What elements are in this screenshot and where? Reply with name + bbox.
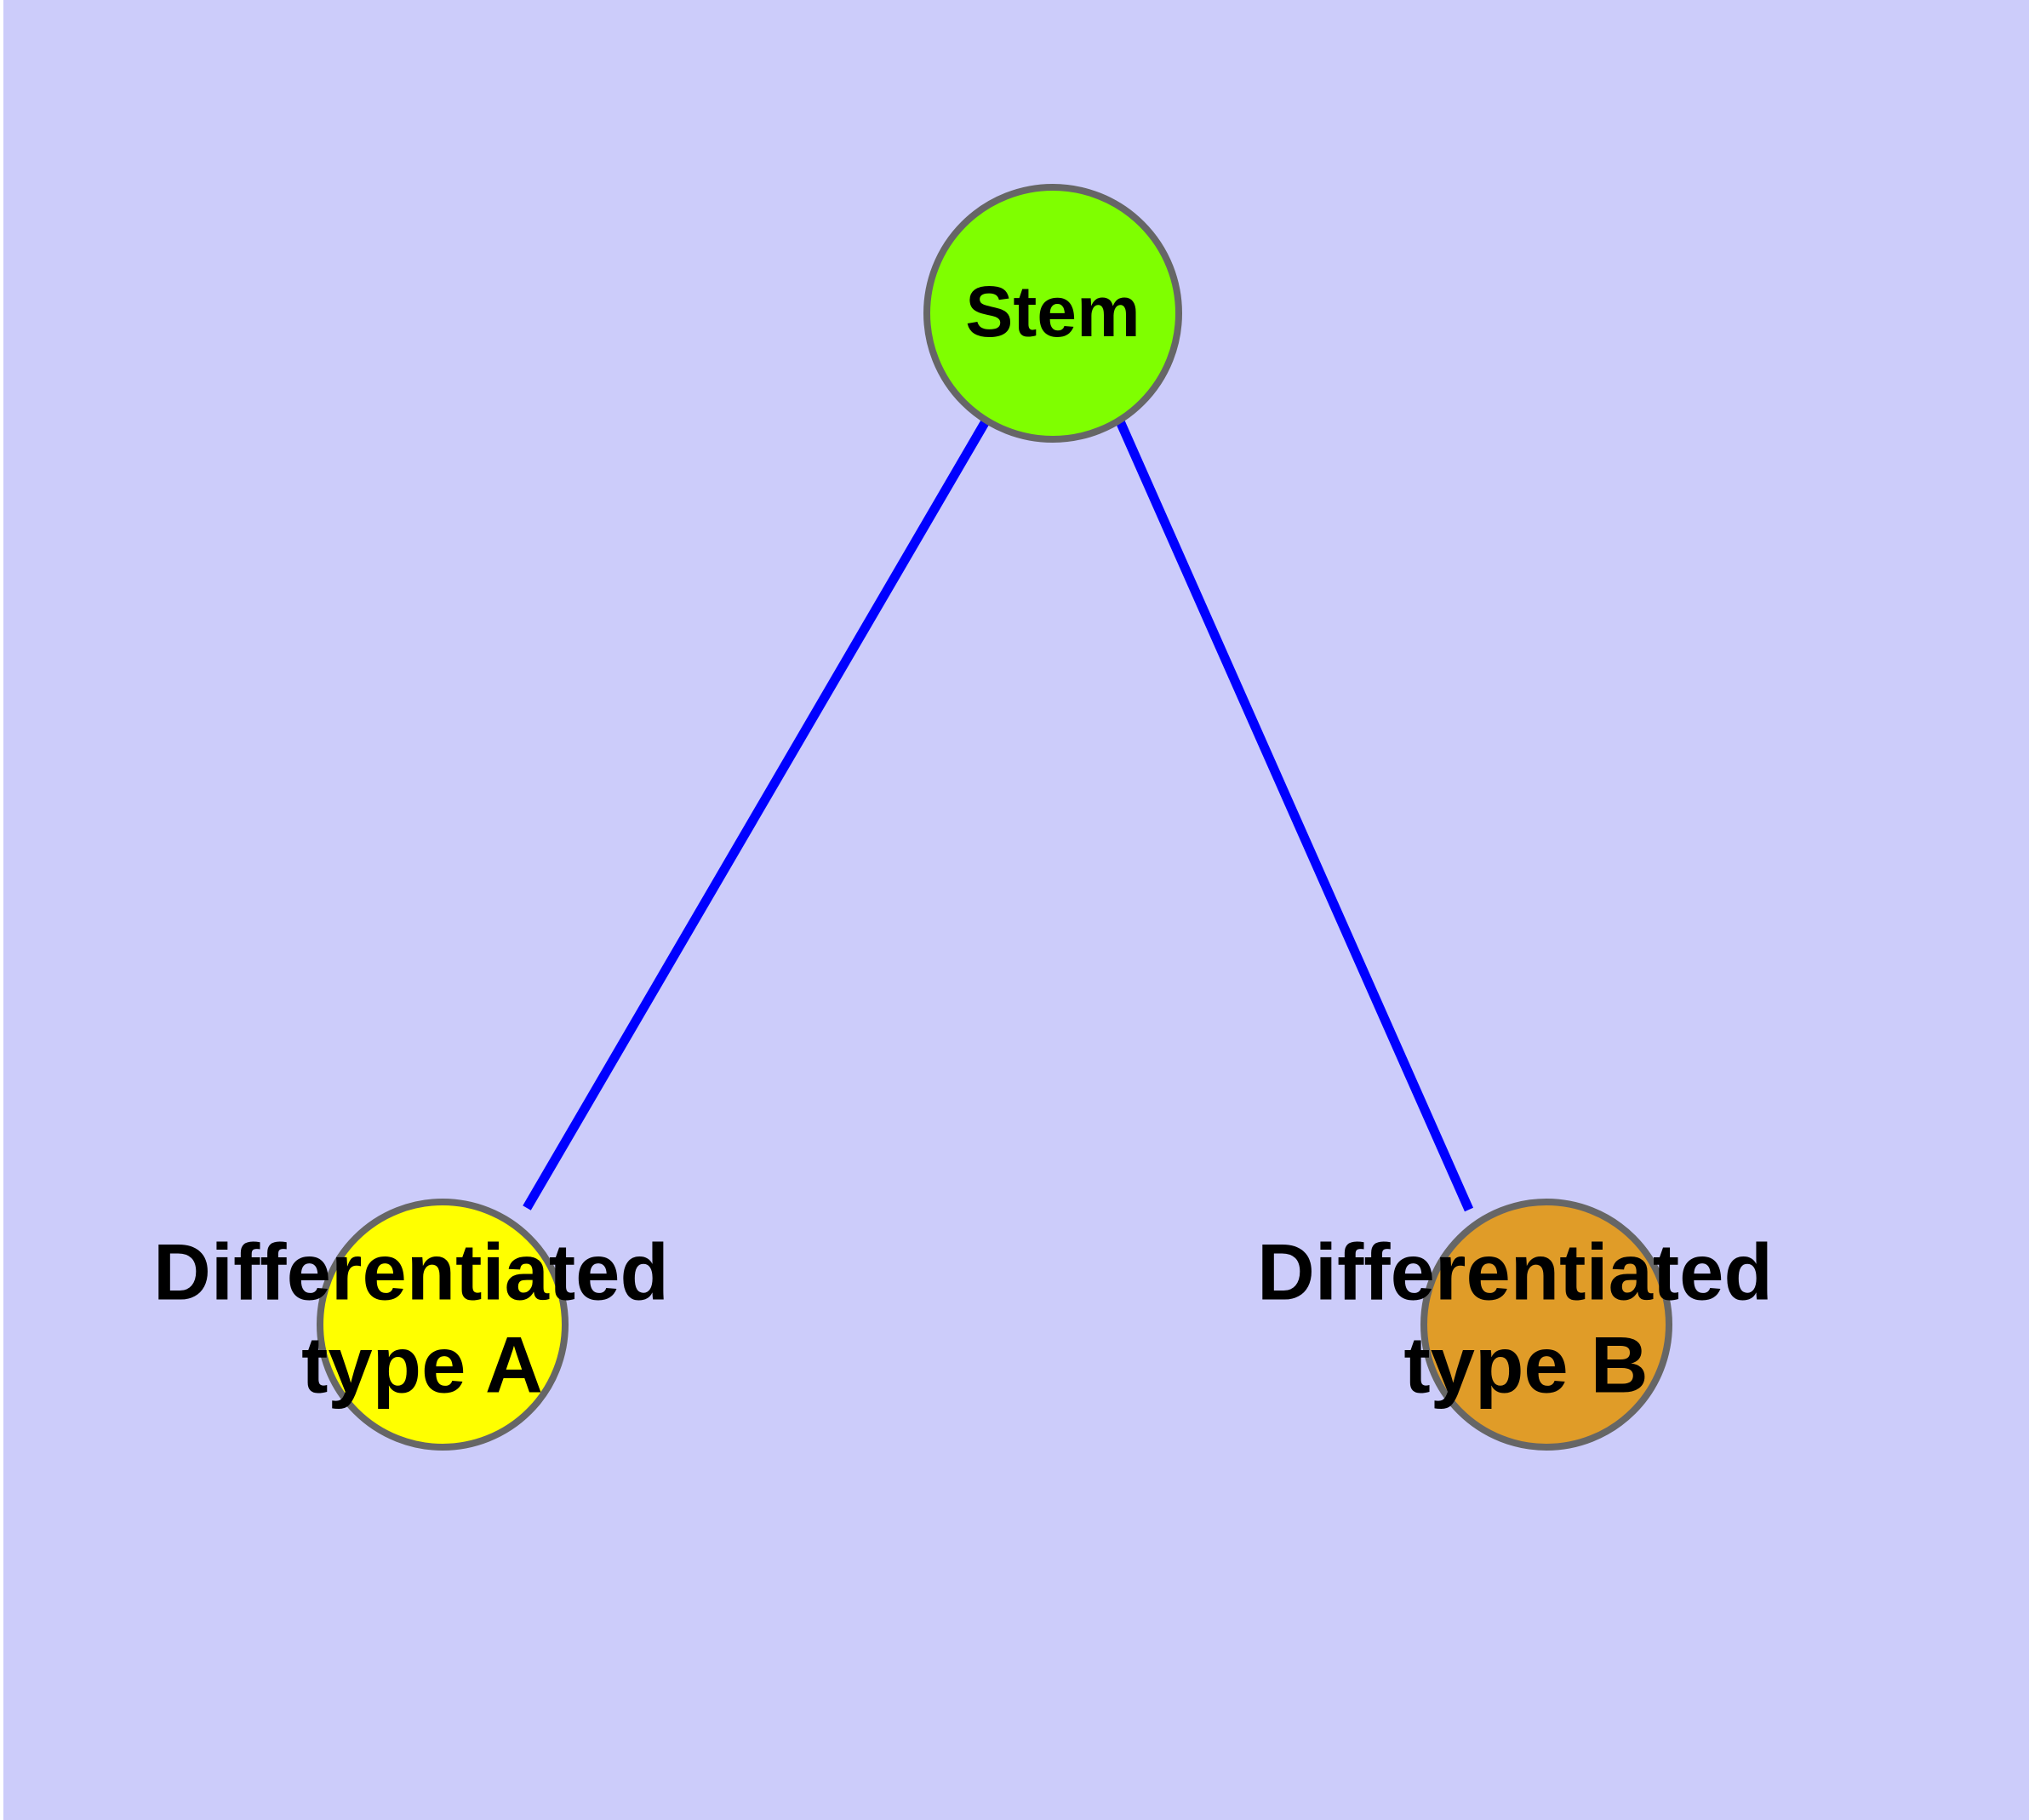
node-label-differentiated-type-a-line-1: Differentiated: [153, 1227, 669, 1316]
edge-stem-to-differentiated-a[interactable]: [523, 419, 990, 1210]
node-stem[interactable]: [923, 184, 1182, 443]
node-label-differentiated-type-b-line-1: Differentiated: [1257, 1227, 1773, 1316]
node-label-differentiated-type-a-line-2: type A: [301, 1319, 543, 1409]
edges-layer: [523, 419, 1474, 1212]
node-label-differentiated-type-a: Differentiated type A: [153, 1227, 691, 1409]
node-differentiated-type-a[interactable]: [317, 1199, 569, 1451]
node-differentiated-type-b[interactable]: [1420, 1199, 1672, 1451]
edge-stem-to-differentiated-b[interactable]: [1115, 419, 1474, 1212]
node-label-differentiated-type-b: Differentiated type B: [1257, 1227, 1795, 1409]
node-label-stem-line-1: Stem: [965, 272, 1140, 352]
node-label-differentiated-type-b-line-2: type B: [1403, 1319, 1648, 1409]
node-label-stem: Stem: [965, 272, 1140, 352]
nodes-layer: [317, 184, 1672, 1451]
labels-layer: Stem Differentiated type A Differentiate…: [153, 272, 1795, 1409]
